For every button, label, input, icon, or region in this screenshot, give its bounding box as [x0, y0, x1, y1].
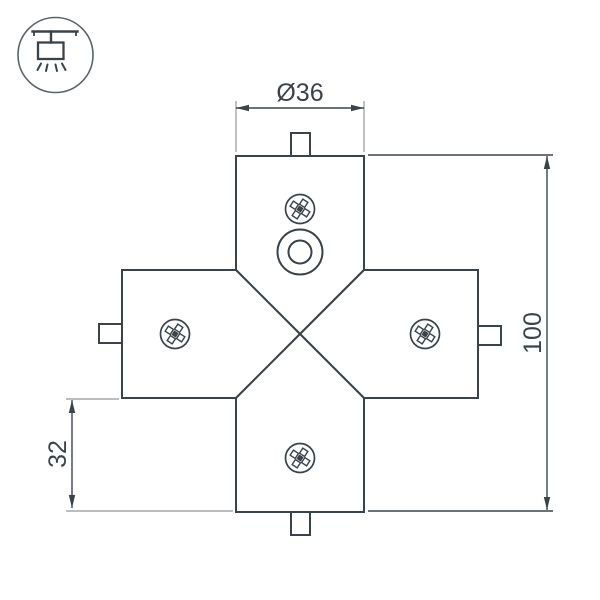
dimension-arm-offset-label: 32: [44, 440, 72, 468]
tab-bottom: [290, 511, 311, 536]
dimension-overall-height: 100: [368, 154, 553, 512]
phillips-screw-icon-top: [284, 193, 316, 225]
tab-top: [290, 132, 311, 157]
dimension-diameter-label: Ø36: [276, 79, 323, 107]
tab-left: [98, 323, 123, 344]
dimension-arm-offset: 32: [44, 398, 233, 512]
connector-part: [98, 132, 502, 536]
phillips-screw-icon-left: [159, 318, 191, 350]
tab-right: [477, 325, 502, 346]
badge-circle: [17, 16, 94, 94]
phillips-screw-icon-right: [409, 318, 441, 350]
phillips-screw-icon-bottom: [284, 442, 316, 474]
dimension-diameter: Ø36: [235, 79, 365, 152]
mount-type-badge: [17, 16, 94, 94]
arm-bottom: [235, 332, 365, 513]
mounting-hole: [276, 228, 324, 276]
dimension-overall-height-label: 100: [519, 312, 547, 354]
surface-ceiling-light-icon: [31, 30, 79, 72]
